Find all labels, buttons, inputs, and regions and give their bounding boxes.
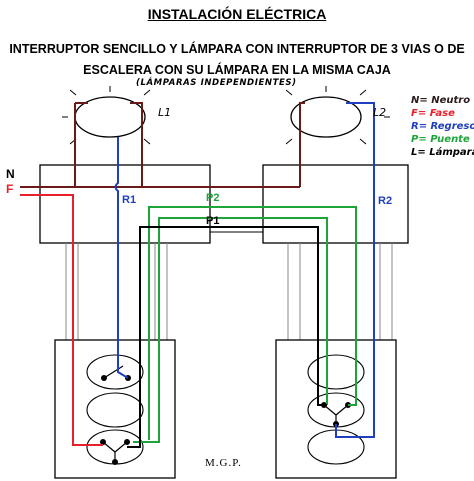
label-lamp2: L2 — [373, 106, 386, 119]
legend-phase: F= Fase — [411, 108, 455, 119]
label-lamp1: L1 — [158, 106, 171, 119]
label-phase: F — [6, 182, 13, 196]
legend-neutral: N= Neutro — [411, 95, 471, 106]
conduit-vertical — [65, 243, 393, 340]
subtitle-note: (LÁMPARAS INDEPENDIENTES) — [136, 78, 297, 88]
legend-lamp: L= Lámpara — [411, 147, 474, 158]
junction-box-left — [39, 164, 211, 244]
switch-3way-left-contacts — [100, 439, 130, 465]
lamp-2 — [285, 86, 390, 145]
switch-single-contacts — [101, 365, 131, 381]
label-neutral: N — [6, 167, 15, 181]
blank-cover-left — [86, 392, 144, 428]
switch-box-right — [275, 339, 397, 479]
wire-neutral — [20, 102, 305, 188]
page-title: INSTALACIÓN ELÉCTRICA — [147, 6, 327, 22]
switch-box-left — [54, 339, 176, 479]
junction-box-right — [262, 164, 409, 244]
legend-return: R= Regreso — [411, 121, 474, 132]
label-return1: R1 — [122, 194, 136, 206]
label-bridge: P2 — [206, 192, 219, 204]
switch-single-outline — [86, 354, 144, 390]
subtitle-line-1: INTERRUPTOR SENCILLO Y LÁMPARA CON INTER… — [9, 42, 465, 56]
label-bridge-2: P1 — [206, 215, 219, 227]
blank-cover-right-top — [307, 354, 365, 390]
subtitle-line-2: ESCALERA CON SU LÁMPARA EN LA MISMA CAJA — [83, 63, 391, 77]
legend-bridge: P= Puente — [411, 134, 470, 145]
label-return2: R2 — [378, 195, 392, 207]
wire-return — [114, 102, 375, 438]
author-credit: M.G.P. — [205, 457, 242, 469]
wire-phase — [20, 194, 103, 446]
wire-lamp — [127, 226, 327, 448]
wire-bridge — [133, 206, 357, 443]
